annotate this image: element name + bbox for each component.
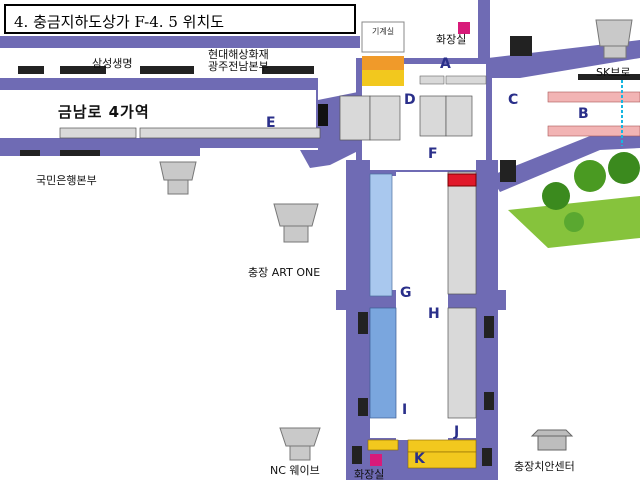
zone-f-label: F (428, 146, 438, 162)
shop-block-d-left (339, 95, 371, 141)
storage-room (361, 21, 405, 53)
zone-a-label: A (440, 56, 451, 72)
stair-markers (18, 36, 640, 466)
shop-row-b-bottom (547, 125, 640, 137)
corridor-diagonal-left (300, 150, 360, 168)
building-nc-wave-icon (279, 427, 321, 461)
shop-block-top-yellow (362, 70, 404, 86)
shop-row-a-right (445, 75, 487, 85)
zone-k-label: K (414, 451, 425, 467)
zone-e-label: E (266, 115, 276, 131)
park-tree-4 (564, 212, 584, 232)
map-title-box: 4. 충금지하도상가 F-4. 5 위치도 (4, 4, 356, 34)
restroom-top-label: 화장실 (436, 33, 467, 46)
building-label-bok: 국민은행본부 (36, 174, 97, 187)
restroom-bottom-label: 화장실 (354, 468, 385, 481)
park-tree-2 (574, 160, 606, 192)
shop-row-e (139, 127, 321, 139)
shop-column-right-lower (447, 307, 477, 419)
corridor-right-lower (490, 128, 640, 192)
shop-row-a-left (419, 75, 445, 85)
shop-block-d-right (369, 95, 401, 141)
shop-column-left-lower (369, 307, 397, 419)
building-label-hyundai-1: 현대해상화재 (208, 48, 269, 61)
police-box-icon (530, 429, 574, 451)
zone-i-label: I (402, 402, 408, 418)
storage-room-label: 기계실 (372, 27, 395, 36)
stair-e (318, 104, 328, 126)
shop-block-c-right (445, 95, 473, 137)
shop-block-i-bottom (367, 439, 399, 451)
building-label-police: 충장치안센터 (514, 460, 575, 473)
corridor-top-right-vertical (478, 0, 490, 58)
park-tree-3 (608, 152, 640, 184)
park-tree-1 (542, 182, 570, 210)
building-label-sk: SK브로 (596, 66, 631, 79)
corridor-top-left (0, 36, 360, 48)
building-label-nc: NC 웨이브 (270, 464, 320, 477)
building-art-one-icon (273, 203, 319, 243)
zone-h-label: H (428, 306, 440, 322)
shop-block-k (407, 451, 477, 469)
building-label-art-one: 충장 ART ONE (248, 266, 321, 279)
shop-block-c-left (419, 95, 447, 137)
map-title: 4. 충금지하도상가 F-4. 5 위치도 (14, 13, 225, 31)
building-bok-icon (159, 161, 197, 195)
shop-block-top-orange (362, 56, 404, 70)
shop-column-right-upper (447, 171, 477, 295)
shop-row-b-top (547, 91, 640, 103)
target-shop-f4-5 (447, 173, 477, 187)
shop-row-e-left (59, 127, 137, 139)
restroom-top-marker (458, 22, 470, 34)
zone-j-label: J (454, 424, 460, 440)
corridor-right-upper (488, 40, 640, 78)
zone-d-label: D (404, 92, 416, 108)
building-top-right-icon (595, 19, 633, 59)
building-label-hyundai-2: 광주전남본부 (208, 60, 269, 73)
building-label-samsung: 삼성생명 (92, 57, 133, 70)
station-label: 금남로 4가역 (58, 103, 150, 121)
zone-g-label: G (400, 285, 412, 301)
corridor-center-lane (396, 172, 448, 440)
restroom-bottom-marker (370, 454, 382, 466)
shop-column-left-upper (369, 173, 393, 297)
zone-b-label: B (578, 106, 589, 122)
zone-c-label: C (508, 92, 519, 108)
